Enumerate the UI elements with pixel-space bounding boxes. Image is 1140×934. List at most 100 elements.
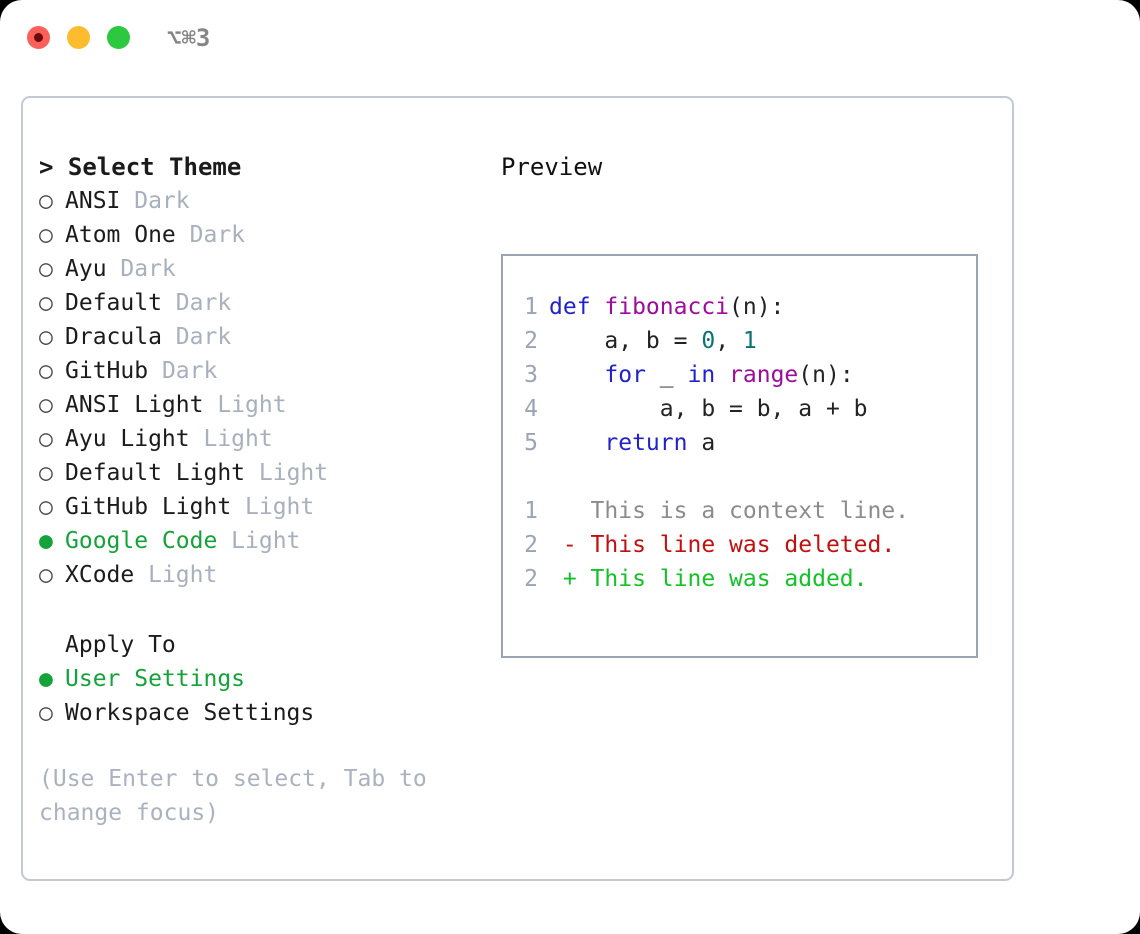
apply-to-list[interactable]: ● User Settings ○Workspace Settings: [39, 662, 494, 730]
theme-variant: Dark: [175, 290, 232, 316]
code-token: def: [549, 294, 605, 320]
theme-name: Atom One: [65, 222, 190, 248]
radio-unselected-icon: ○: [39, 426, 53, 452]
code-token: return: [604, 430, 688, 456]
theme-name: Ayu: [65, 256, 121, 282]
apply-to-label: User Settings: [65, 666, 246, 692]
apply-to-item[interactable]: ○Workspace Settings: [39, 696, 494, 730]
apply-to-section: Apply To ● User Settings ○Workspace Settin…: [39, 628, 494, 730]
code-token: [715, 362, 729, 388]
code-token: a, b =: [549, 328, 702, 354]
theme-variant: Dark: [189, 222, 246, 248]
theme-list[interactable]: ○ANSI Dark○Atom One Dark○Ayu Dark○Defaul…: [39, 184, 494, 592]
theme-name: GitHub Light: [65, 494, 246, 520]
code-line: 5 return a: [503, 426, 976, 460]
radio-unselected-icon: ○: [39, 392, 53, 418]
theme-list-item[interactable]: ● Google Code Light: [39, 524, 494, 558]
theme-list-item[interactable]: ○GitHub Dark: [39, 354, 494, 388]
diff-sample: 1 This is a context line. 2 - This line w…: [503, 494, 976, 596]
theme-list-item[interactable]: ○ Ayu Light Light: [39, 422, 494, 456]
code-token: [549, 430, 604, 456]
code-line: 4 a, b = b, a + b: [503, 392, 976, 426]
keyboard-shortcut-label: ⌥⌘3: [167, 24, 211, 52]
theme-variant: Dark: [120, 256, 176, 282]
line-number: 4: [524, 396, 538, 422]
diff-text: + This line was added.: [549, 566, 868, 592]
diff-line: 2 - This line was deleted.: [503, 528, 976, 562]
line-number: 2: [524, 566, 538, 592]
line-number: 2: [524, 328, 538, 354]
code-token: (n):: [798, 362, 854, 388]
radio-unselected-icon: ○: [39, 188, 53, 214]
radio-unselected-icon: ○: [39, 358, 53, 384]
keyboard-hint-text: (Use Enter to select, Tab to change focu…: [39, 766, 427, 826]
diff-line: 2 + This line was added.: [503, 562, 976, 596]
theme-name: XCode: [65, 562, 149, 588]
radio-selected-icon: ●: [39, 666, 53, 692]
preview-title: Preview: [501, 153, 603, 181]
code-text: a, b = 0, 1: [549, 328, 757, 354]
code-text: a, b = b, a + b: [549, 396, 868, 422]
theme-list-item[interactable]: ○ANSI Light Light: [39, 388, 494, 422]
radio-unselected-icon: ○: [39, 562, 53, 588]
code-line: 3 for _ in range(n):: [503, 358, 976, 392]
theme-list-item[interactable]: ○ANSI Dark: [39, 184, 494, 218]
code-token: _: [645, 362, 688, 388]
main-panel: > Select Theme ○ANSI Dark○Atom One Dark○…: [21, 96, 1014, 881]
theme-list-item[interactable]: ○Default Dark: [39, 286, 494, 320]
theme-list-item[interactable]: ○GitHub Light Light: [39, 490, 494, 524]
line-number: 3: [524, 362, 538, 388]
radio-selected-icon: ●: [39, 528, 53, 554]
line-number: 5: [524, 430, 538, 456]
theme-list-item[interactable]: ○Dracula Dark: [39, 320, 494, 354]
diff-text: - This line was deleted.: [549, 532, 896, 558]
code-text: for _ in range(n):: [549, 362, 854, 388]
window-titlebar: ⌥⌘3: [0, 0, 1140, 78]
code-text: return a: [549, 430, 715, 456]
theme-name: Ayu Light: [65, 426, 204, 452]
line-number: 1: [524, 294, 538, 320]
code-token: [549, 362, 604, 388]
line-number: 2: [524, 532, 538, 558]
code-token: for: [604, 362, 646, 388]
code-token: 1: [742, 328, 757, 354]
radio-unselected-icon: ○: [39, 460, 53, 486]
radio-unselected-icon: ○: [39, 324, 53, 350]
apply-to-label: Workspace Settings: [65, 700, 315, 726]
code-token: 0: [701, 328, 716, 354]
line-number: 1: [524, 498, 538, 524]
theme-name: Default Light: [65, 460, 259, 486]
theme-variant: Light: [258, 460, 329, 486]
theme-variant: Dark: [175, 324, 232, 350]
minimize-icon[interactable]: [67, 26, 90, 49]
theme-list-item[interactable]: ○Ayu Dark: [39, 252, 494, 286]
apply-to-header: Apply To: [65, 632, 176, 658]
code-token: range: [729, 362, 799, 388]
diff-text: This is a context line.: [549, 498, 910, 524]
radio-unselected-icon: ○: [39, 290, 53, 316]
code-token: (n):: [729, 294, 785, 320]
theme-name: ANSI Light: [65, 392, 218, 418]
theme-name: GitHub: [65, 358, 162, 384]
theme-name: Google Code: [65, 528, 232, 554]
theme-list-item[interactable]: ○ Default Light Light: [39, 456, 494, 490]
code-diff-spacer: [503, 460, 976, 494]
theme-variant: Light: [203, 426, 273, 452]
code-token: ,: [715, 328, 743, 354]
theme-selector-column: > Select Theme ○ANSI Dark○Atom One Dark○…: [39, 150, 494, 730]
theme-variant: Light: [231, 528, 301, 554]
theme-list-item[interactable]: ○Atom One Dark: [39, 218, 494, 252]
theme-variant: Light: [148, 562, 218, 588]
maximize-icon[interactable]: [107, 26, 130, 49]
theme-list-item[interactable]: ○ XCode Light: [39, 558, 494, 592]
close-icon[interactable]: [27, 26, 50, 49]
code-line: 2 a, b = 0, 1: [503, 324, 976, 358]
theme-variant: Dark: [134, 188, 190, 214]
code-token: a, b = b, a + b: [549, 396, 868, 422]
apply-to-item[interactable]: ● User Settings: [39, 662, 494, 696]
